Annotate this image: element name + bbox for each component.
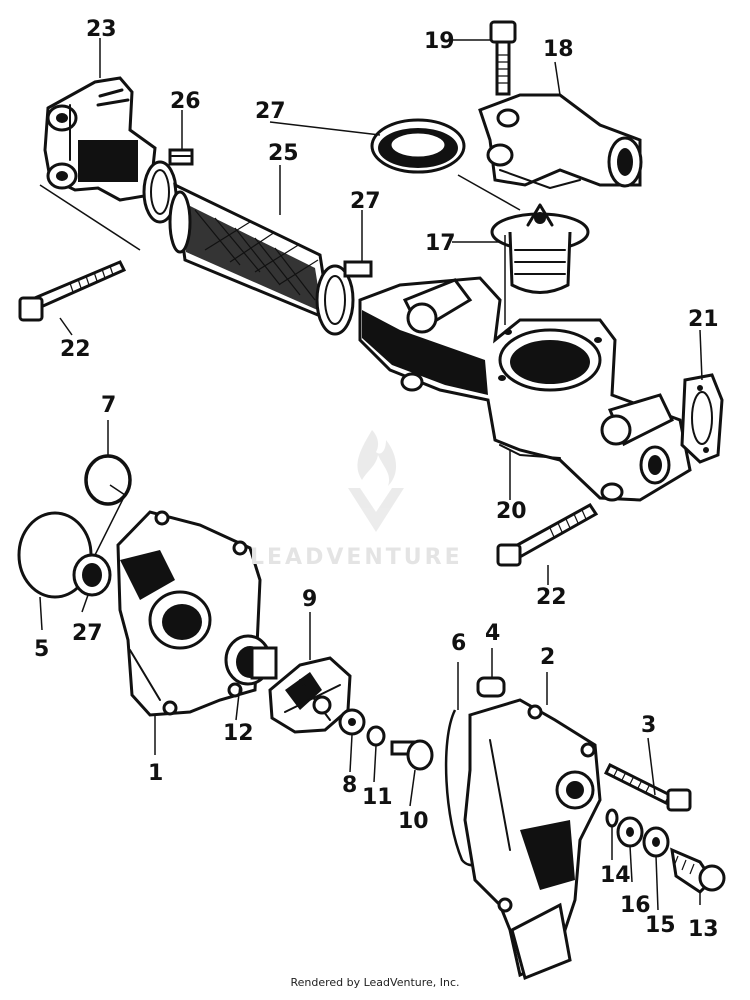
part-8-washer[interactable] <box>338 708 366 736</box>
part-20-water-pipe-housing[interactable] <box>358 276 692 502</box>
part-4-dowel-pin[interactable] <box>476 676 506 698</box>
part-18-thermostat-cover[interactable] <box>478 93 643 189</box>
callout-20: 20 <box>496 499 527 524</box>
part-9-impeller[interactable] <box>268 656 352 734</box>
callout-1: 1 <box>148 761 163 786</box>
callout-22-lower: 22 <box>536 585 567 610</box>
callout-21: 21 <box>688 307 719 332</box>
part-25-hose-clamp-left[interactable] <box>142 148 194 224</box>
callout-14: 14 <box>600 863 631 888</box>
part-15-washer[interactable] <box>642 826 670 858</box>
part-27-oil-seal[interactable] <box>72 553 112 597</box>
callout-23: 23 <box>86 17 117 42</box>
part-13-drain-bolt[interactable] <box>670 847 726 894</box>
part-1-pump-cover[interactable] <box>116 510 262 717</box>
part-2-pump-body[interactable] <box>463 698 602 981</box>
callout-15: 15 <box>645 913 676 938</box>
leader-lines <box>39 38 703 911</box>
callout-25-right: 27 <box>350 189 381 214</box>
part-3-bolt[interactable] <box>603 762 692 812</box>
callout-labels: 23 26 27 25 27 19 18 17 22 21 20 22 7 5 … <box>34 17 719 942</box>
callout-3: 3 <box>641 713 656 738</box>
callout-25-left: 26 <box>170 89 201 114</box>
part-17-thermostat[interactable] <box>490 203 590 294</box>
callout-13: 13 <box>688 917 719 942</box>
callout-9: 9 <box>302 587 317 612</box>
callout-8: 8 <box>342 773 357 798</box>
part-22-bolt-upper[interactable] <box>18 260 127 322</box>
part-19-bolt[interactable] <box>489 20 517 96</box>
callout-11: 11 <box>362 785 393 810</box>
callout-27: 27 <box>72 621 103 646</box>
callout-10: 10 <box>398 809 429 834</box>
callout-2: 2 <box>540 645 555 670</box>
callout-12: 12 <box>223 721 254 746</box>
callout-7: 7 <box>101 393 116 418</box>
watermark-logo <box>348 430 404 532</box>
part-10-impeller-bolt[interactable] <box>390 739 434 771</box>
callout-19: 19 <box>424 29 455 54</box>
part-21-gasket[interactable] <box>680 373 724 464</box>
part-23-inlet-elbow[interactable] <box>43 76 157 202</box>
part-14-washer[interactable] <box>605 808 619 828</box>
callout-22-upper: 22 <box>60 337 91 362</box>
part-16-washer[interactable] <box>616 816 644 848</box>
watermark-text: LEADVENTURE <box>250 545 463 570</box>
part-26-seal-ring[interactable] <box>370 118 466 174</box>
part-22-bolt-lower[interactable] <box>496 503 599 567</box>
callout-5: 5 <box>34 637 49 662</box>
callout-6: 6 <box>451 631 466 656</box>
callout-24: 25 <box>268 141 299 166</box>
callout-26: 27 <box>255 99 286 124</box>
callout-4: 4 <box>485 621 500 646</box>
part-7-o-ring[interactable] <box>84 454 132 506</box>
footer-credit: Rendered by LeadVenture, Inc. <box>290 976 460 989</box>
part-24-coolant-hose[interactable] <box>168 182 332 323</box>
part-12-mechanical-seal[interactable] <box>224 634 278 686</box>
callout-16: 16 <box>620 893 651 918</box>
callout-17: 17 <box>425 231 456 256</box>
part-11-washer[interactable] <box>366 725 386 747</box>
part-25-hose-clamp-right[interactable] <box>315 260 373 336</box>
callout-18: 18 <box>543 37 574 62</box>
